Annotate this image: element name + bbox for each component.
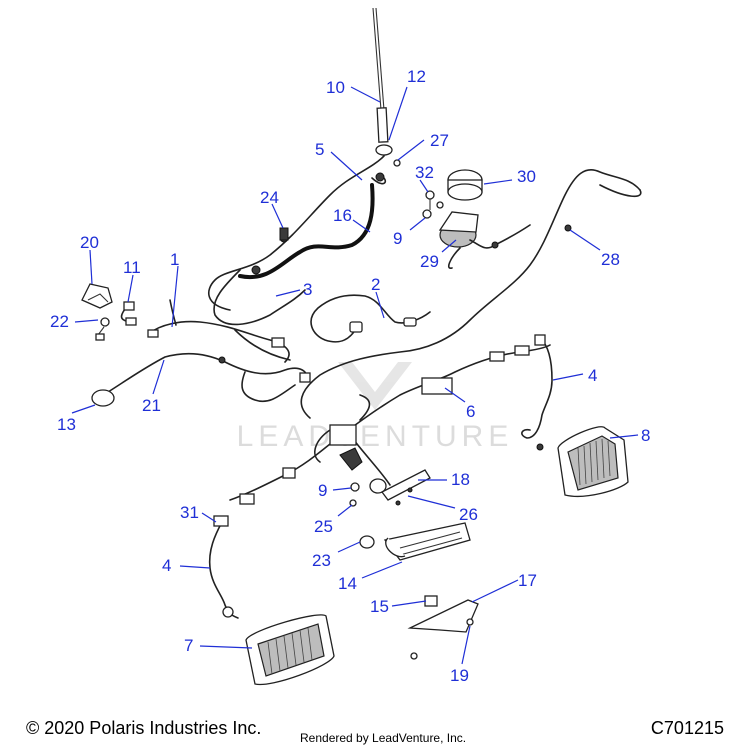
callout-labels: 10 12 27 5 32 30 24 16 9 29 28 20 11 1 3… <box>50 67 650 685</box>
callout-28: 28 <box>601 250 620 269</box>
sensor-part-13 <box>91 389 115 407</box>
copyright-text: © 2020 Polaris Industries Inc. <box>26 718 262 738</box>
callout-19: 19 <box>450 666 469 685</box>
connector-part-11 <box>120 301 137 326</box>
callout-9-top: 9 <box>393 229 402 248</box>
connector-part-22 <box>95 317 110 341</box>
screw-parts <box>422 190 444 219</box>
callout-2: 2 <box>371 275 380 294</box>
speaker-part-7 <box>245 614 335 686</box>
long-cable-part-28 <box>300 169 641 419</box>
clamp-part-23 <box>359 535 375 549</box>
harness-part-4-left <box>208 515 239 619</box>
speaker-part-8 <box>557 426 629 497</box>
screw-part <box>410 652 418 660</box>
callout-4-left: 4 <box>162 556 171 575</box>
callout-31: 31 <box>180 503 199 522</box>
callout-12: 12 <box>407 67 426 86</box>
callout-9-bottom: 9 <box>318 481 327 500</box>
callout-14: 14 <box>338 574 357 593</box>
callout-25: 25 <box>314 517 333 536</box>
callout-1: 1 <box>170 250 179 269</box>
callout-11: 11 <box>123 258 141 277</box>
callout-10: 10 <box>326 78 345 97</box>
connector-part-31 <box>213 515 229 527</box>
clip-part-24 <box>279 227 289 241</box>
rendered-by-text: Rendered by LeadVenture, Inc. <box>300 731 467 745</box>
nut-part-25 <box>349 499 357 507</box>
callout-24: 24 <box>260 188 279 207</box>
bracket-part-18 <box>381 469 431 506</box>
callout-20: 20 <box>80 233 99 252</box>
callout-16: 16 <box>333 206 352 225</box>
main-harness-part-6 <box>229 344 551 505</box>
leader-lines <box>71 86 639 665</box>
callout-7: 7 <box>184 636 193 655</box>
antenna-cable-part <box>207 155 387 326</box>
callout-26: 26 <box>459 505 478 524</box>
bracket-part-14 <box>383 522 471 561</box>
watermark-text: LEADVENTURE <box>237 420 514 453</box>
watermark-logo: LEADVENTURE <box>237 362 514 453</box>
callout-8: 8 <box>641 426 650 445</box>
bracket-part-17 <box>407 599 479 633</box>
callout-22: 22 <box>50 312 69 331</box>
callout-17: 17 <box>518 571 537 590</box>
callout-29: 29 <box>420 252 439 271</box>
diagram-code: C701215 <box>650 718 724 738</box>
callout-13: 13 <box>57 415 76 434</box>
callout-4-right: 4 <box>588 366 597 385</box>
gps-module-part <box>438 169 531 269</box>
harness-part-21 <box>99 352 311 403</box>
callout-5: 5 <box>315 140 324 159</box>
bracket-part-20 <box>81 283 113 309</box>
callout-23: 23 <box>312 551 331 570</box>
callout-21: 21 <box>142 396 161 415</box>
antenna-part <box>372 7 401 167</box>
cable-part-2 <box>310 294 431 343</box>
screw-part-9 <box>350 482 360 492</box>
connector-part-15 <box>424 595 438 607</box>
callout-15: 15 <box>370 597 389 616</box>
harness-part-4-right <box>521 337 553 439</box>
screw-part-19 <box>466 618 474 626</box>
callout-27: 27 <box>430 131 449 150</box>
callout-6: 6 <box>466 402 475 421</box>
callout-32: 32 <box>415 163 434 182</box>
callout-18: 18 <box>451 470 470 489</box>
callout-3: 3 <box>303 280 312 299</box>
callout-30: 30 <box>517 167 536 186</box>
harness-part-1 <box>147 299 291 363</box>
